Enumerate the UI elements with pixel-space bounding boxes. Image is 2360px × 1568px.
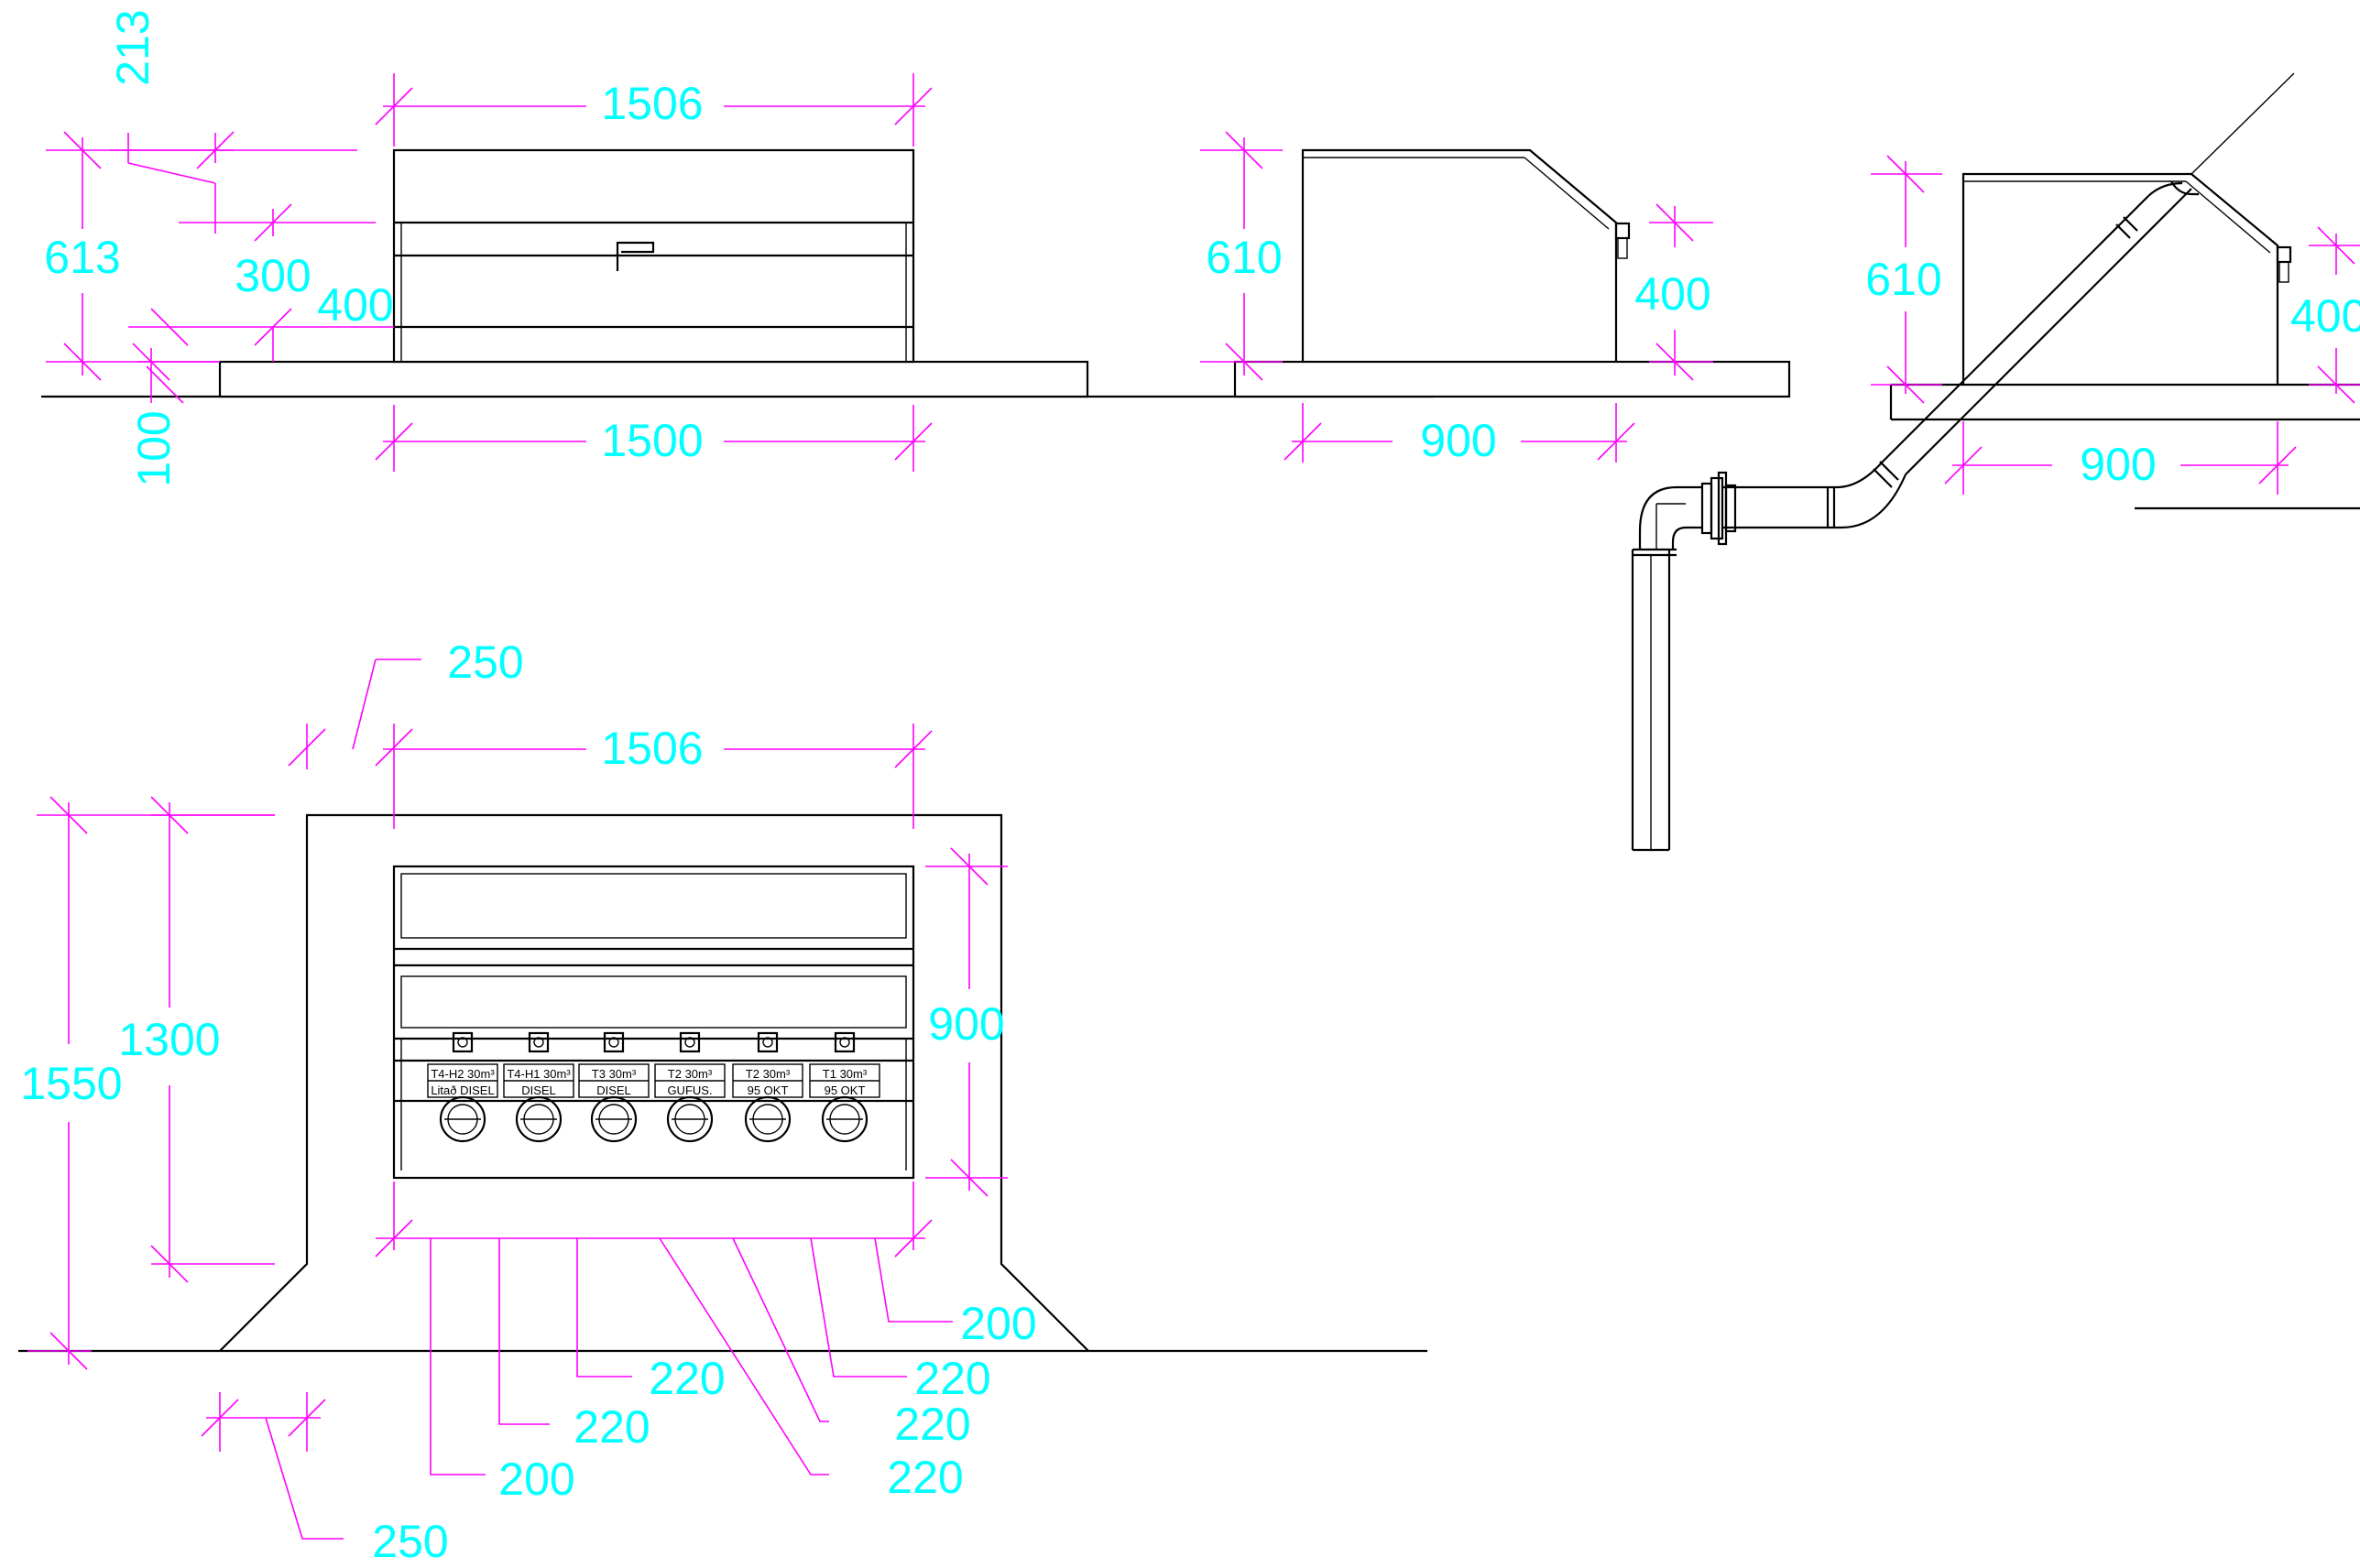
- tank-fuel: Litað DISEL: [431, 1083, 494, 1097]
- tank-fuel: GUFUS.: [667, 1083, 712, 1097]
- gauge-dial-icon: [608, 1037, 619, 1048]
- gauge-dial-icon: [839, 1037, 850, 1048]
- gauge-icon: [834, 1031, 856, 1053]
- tank-tag: T2 30m³: [746, 1067, 791, 1081]
- dim-front-hatch-height: 300: [235, 250, 311, 301]
- dim-plan-base-overhang: 250: [372, 1516, 448, 1567]
- fill-cap-icon: [744, 1095, 792, 1143]
- tank-fuel: 95 OKT: [825, 1083, 866, 1097]
- dim-side-hatch-height: 400: [1634, 268, 1710, 320]
- pipe-section-dimensions: 610 400 900: [1865, 155, 2360, 495]
- dim-pipe-depth: 900: [2080, 439, 2156, 490]
- fill-cap-icon: [590, 1095, 638, 1143]
- dim-plan-spacing-b: 220: [649, 1353, 725, 1404]
- dim-front-bottom-width: 1500: [601, 415, 703, 466]
- dim-side-depth: 900: [1420, 415, 1496, 466]
- gauge-icon: [528, 1031, 550, 1053]
- tank-tag: T4-H1 30m³: [507, 1067, 571, 1081]
- dim-front-slab: 100: [128, 410, 180, 486]
- dim-plan-spacing-c: 220: [887, 1452, 963, 1503]
- tank-fuel: 95 OKT: [748, 1083, 789, 1097]
- fill-cap-icon: [439, 1095, 486, 1143]
- dim-front-lid-offset: 213: [107, 9, 158, 85]
- pipe-section: [1631, 72, 2360, 852]
- dim-plan-spacing-last: 200: [960, 1298, 1036, 1349]
- dim-pipe-hatch-height: 400: [2290, 290, 2360, 342]
- dim-side-height: 610: [1206, 232, 1282, 283]
- tank-outlets: T4-H2 30m³ Litað DISEL T4-H1 30m³ DISEL T3 3…: [427, 1031, 880, 1143]
- fill-cap-icon: [515, 1095, 563, 1143]
- tank-tag: T2 30m³: [668, 1067, 713, 1081]
- dim-plan-depth: 900: [928, 998, 1004, 1050]
- dim-plan-overhang: 250: [447, 637, 523, 688]
- dim-front-recess: 400: [317, 279, 393, 331]
- gauge-icon: [603, 1031, 625, 1053]
- front-elevation-dimensions: 1506 1500 613 213 300 400: [44, 9, 933, 487]
- dim-plan-total-height: 1550: [20, 1058, 122, 1109]
- gauge-icon: [757, 1031, 779, 1053]
- fill-cap-icon: [821, 1095, 869, 1143]
- side-elevation-dimensions: 610 400 900: [1200, 131, 1713, 466]
- gauge-dial-icon: [684, 1037, 695, 1048]
- gauge-dial-icon: [762, 1037, 773, 1048]
- tank-fuel: DISEL: [596, 1083, 631, 1097]
- side-elevation: [1233, 148, 1791, 398]
- gauge-dial-icon: [533, 1037, 544, 1048]
- plan-dimensions: 250 1506 1550 1300 900: [20, 637, 1036, 1567]
- tank-fuel: DISEL: [521, 1083, 556, 1097]
- dim-front-total-height: 613: [44, 232, 120, 283]
- gauge-dial-icon: [457, 1037, 468, 1048]
- gauge-icon: [452, 1031, 474, 1053]
- gauge-icon: [679, 1031, 701, 1053]
- dim-pipe-height: 610: [1865, 254, 1941, 305]
- dim-plan-spacing-first: 200: [498, 1454, 574, 1505]
- plan-view: [18, 813, 1427, 1353]
- dim-plan-spacing-a: 220: [574, 1401, 650, 1453]
- dim-plan-spacing-d: 220: [894, 1399, 970, 1450]
- dim-front-top-width: 1506: [601, 78, 703, 129]
- dim-plan-spacing-e: 220: [914, 1353, 990, 1404]
- dim-plan-inner-height: 1300: [118, 1014, 220, 1065]
- dim-plan-width: 1506: [601, 723, 703, 774]
- tank-tag: T4-H2 30m³: [431, 1067, 495, 1081]
- front-elevation: [41, 148, 1434, 398]
- fill-cap-icon: [666, 1095, 714, 1143]
- tank-tag: T1 30m³: [823, 1067, 868, 1081]
- tank-tag: T3 30m³: [592, 1067, 637, 1081]
